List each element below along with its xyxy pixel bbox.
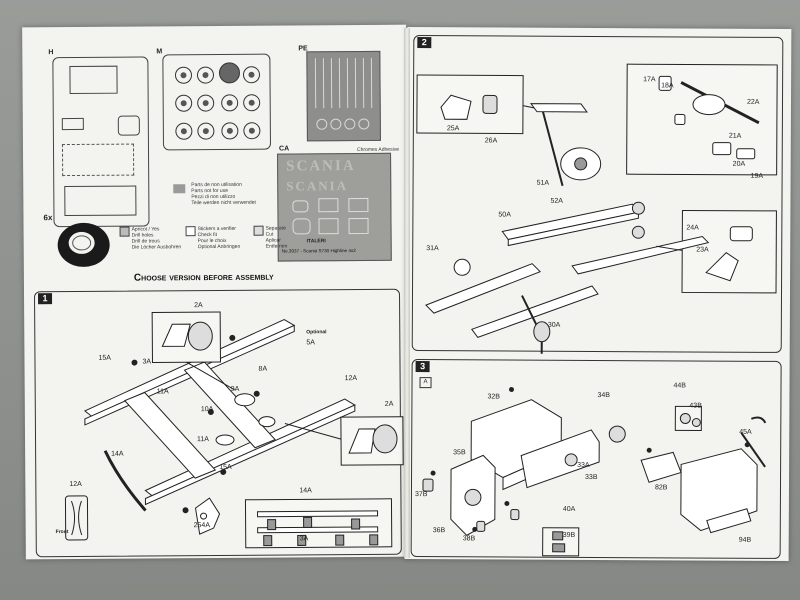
step-2-axle-drawing [416, 63, 778, 354]
part-label: 35B [453, 449, 466, 457]
unused-parts-swatch [173, 184, 186, 194]
tyre-icon [57, 222, 110, 267]
part-label: 18A [661, 82, 674, 90]
photo-etch-grilles [314, 57, 373, 130]
decal-logo-2: SCANIA [286, 178, 349, 194]
part-label: 12A [69, 480, 82, 489]
sprue-m-label: M [156, 48, 163, 56]
left-page: H M PE [22, 24, 410, 560]
part-label: 45A [739, 428, 752, 436]
sprue-h-part [117, 115, 140, 136]
part-label: 44B [673, 382, 687, 390]
sprue-h-diagram [52, 56, 150, 228]
legend-line: Optional Anbringen [197, 243, 241, 251]
wheel-rims-drawing [174, 62, 261, 140]
decal-logo-1: SCANIA [286, 158, 356, 175]
part-label: 38B [462, 535, 476, 543]
part-label: 21A [728, 132, 742, 140]
part-label: 14A [299, 487, 312, 495]
sprue-h-part [61, 117, 84, 131]
unused-note-line: Teile werden nicht verwendet [191, 199, 256, 207]
part-label: 36B [432, 527, 446, 535]
part-label: 34B [597, 391, 610, 400]
part-label: 25A [446, 125, 460, 133]
step-3-engine-drawing [422, 387, 767, 557]
part-label: 2A [194, 302, 203, 310]
tyre-count: 6x [43, 213, 53, 223]
legend-line: Entfernen [265, 243, 288, 250]
part-label: 8A [258, 365, 268, 373]
decal-shape [292, 200, 309, 213]
part-label: 9A [230, 385, 240, 393]
part-label: 52A [550, 197, 563, 205]
decal-shape [318, 218, 339, 235]
decal-shape [318, 198, 339, 213]
sprue-h-part [69, 65, 118, 95]
part-label: 51A [536, 179, 550, 187]
legend-text: Stickers a verifier Check fit Pour le ch… [198, 226, 258, 250]
legend-swatch [185, 226, 196, 237]
part-label: 11A [197, 436, 209, 444]
sprue-m-diagram [162, 53, 272, 151]
legend-swatch [119, 226, 130, 237]
legend-swatch [253, 225, 264, 236]
part-label: 33A [577, 461, 590, 469]
decal-shape [348, 197, 369, 213]
part-label: 82B [654, 484, 668, 492]
part-label: 3A [142, 358, 152, 366]
part-label: 23A [696, 246, 709, 254]
legend-text: Separate Cut Aplicar Entfernen [265, 225, 316, 250]
part-label: 11A [156, 388, 169, 396]
part-label: 3A [299, 535, 309, 543]
front-label: Front [55, 529, 69, 536]
part-label: 12A [344, 375, 358, 383]
sprue-h-part [64, 185, 137, 217]
part-label: 37B [414, 491, 428, 499]
part-label: 20A [732, 160, 746, 168]
part-label: 10A [200, 406, 214, 414]
part-label: 254A [193, 522, 211, 530]
sprue-h-part [61, 143, 135, 177]
part-label: 40A [562, 505, 576, 513]
booklet-spine [404, 28, 410, 558]
optional-label: Optional [306, 329, 327, 336]
part-label: 5A [306, 339, 315, 347]
part-label: 94B [738, 536, 752, 544]
part-label: 19A [750, 172, 764, 180]
unused-parts-note: Parts de non utilisation Parts not for u… [191, 182, 256, 206]
part-label: 2A [384, 400, 394, 408]
version-heading: Choose version before assembly [133, 271, 274, 284]
photo-etch-fret [306, 50, 381, 142]
sprue-ca-label: CA [278, 145, 290, 153]
part-label: 24A [686, 224, 699, 232]
part-label: 26A [484, 137, 498, 145]
part-label: 33B [585, 473, 598, 481]
part-label: 30A [547, 321, 561, 329]
part-label: 43B [689, 402, 702, 410]
part-label: 15A [98, 354, 111, 362]
part-label: 50A [498, 211, 511, 219]
right-page: 2 [404, 26, 792, 562]
legend-line: Die Löcher Ausbohren [131, 244, 182, 251]
part-label: 15A [219, 463, 232, 471]
step-1-chassis-drawing [64, 311, 404, 549]
part-label: 17A [643, 76, 656, 84]
legend-text: Apricot / Yes Drill holes Drill de trous… [132, 226, 184, 250]
part-label: 31A [426, 245, 439, 253]
part-label: 14A [111, 450, 124, 458]
part-label: 32B [487, 393, 500, 401]
sprue-h-label: H [48, 49, 54, 57]
decal-shape [348, 217, 369, 235]
part-label: 22A [746, 98, 760, 106]
part-label: 39B [562, 531, 576, 539]
